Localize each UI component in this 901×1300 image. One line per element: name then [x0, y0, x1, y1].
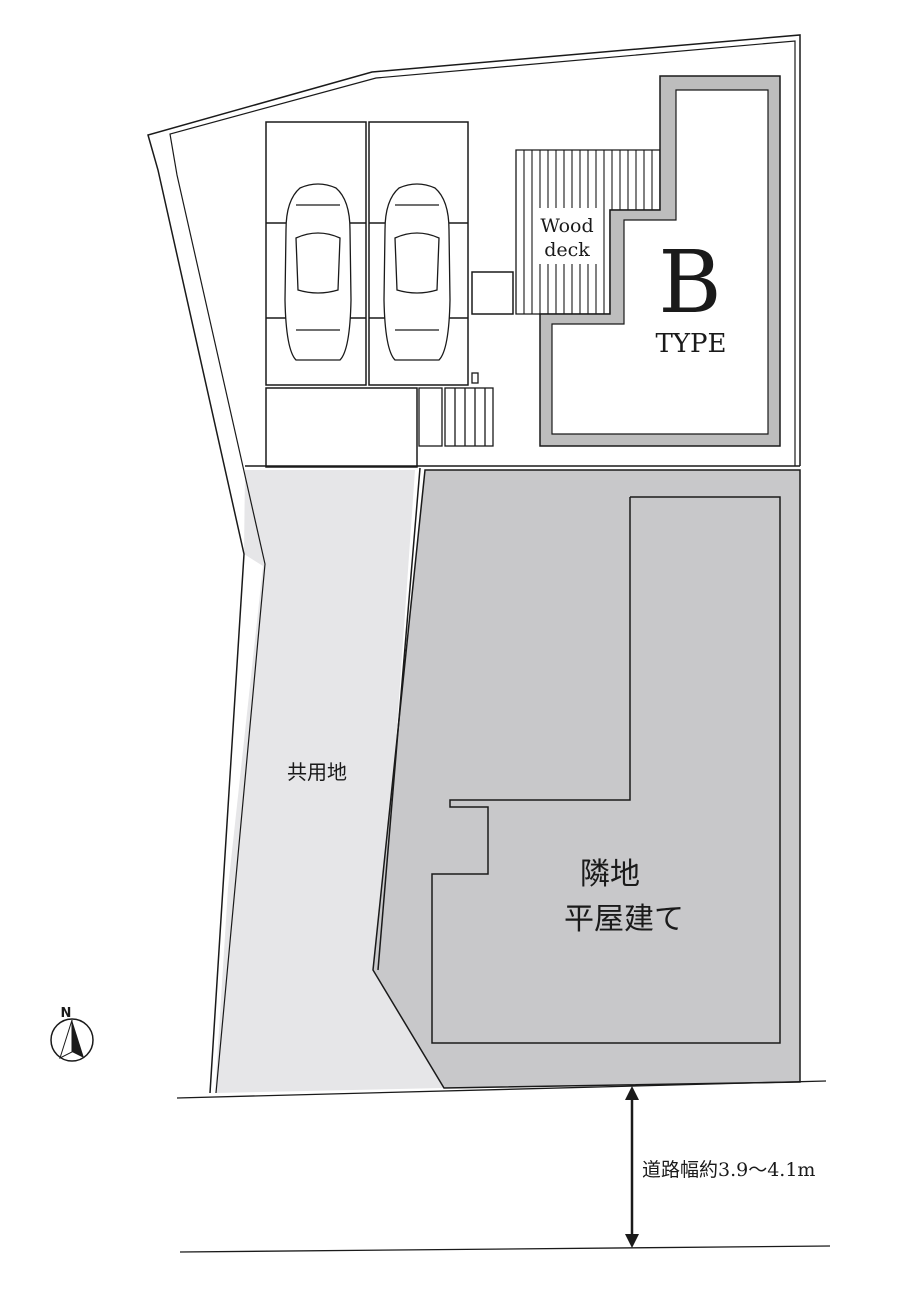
- neighbor-building-outline: [431, 496, 781, 1044]
- entry-steps: [418, 372, 494, 447]
- neighbor-label-line2: 平屋建て: [564, 902, 684, 937]
- compass-letter: N: [61, 1006, 72, 1021]
- lot-boundary-inner: [169, 40, 796, 1094]
- road-width-arrow: [625, 1086, 639, 1248]
- car-right: [383, 183, 451, 361]
- house-b: [539, 75, 781, 447]
- road-south-edge: [179, 1245, 831, 1253]
- type-letter: B: [658, 233, 721, 333]
- car-left: [284, 183, 352, 361]
- lot-boundary-outer: [147, 34, 801, 1094]
- neighbor-lot-area: [372, 469, 801, 1089]
- neighbor-label-line1: 隣地: [580, 857, 640, 892]
- road-width-label: 道路幅約3.9～4.1m: [642, 1159, 815, 1181]
- wood-deck-label-line1: Wood: [540, 215, 593, 237]
- wood-deck: [515, 149, 661, 315]
- north-compass-icon: N: [50, 1006, 94, 1062]
- driveway-edge: [377, 467, 421, 971]
- road-north-edge: [176, 1080, 827, 1099]
- wood-deck-label-line2: deck: [544, 239, 590, 261]
- shared-land-area: [215, 470, 444, 1093]
- shared-land-label: 共用地: [287, 760, 347, 784]
- type-word: TYPE: [656, 329, 727, 359]
